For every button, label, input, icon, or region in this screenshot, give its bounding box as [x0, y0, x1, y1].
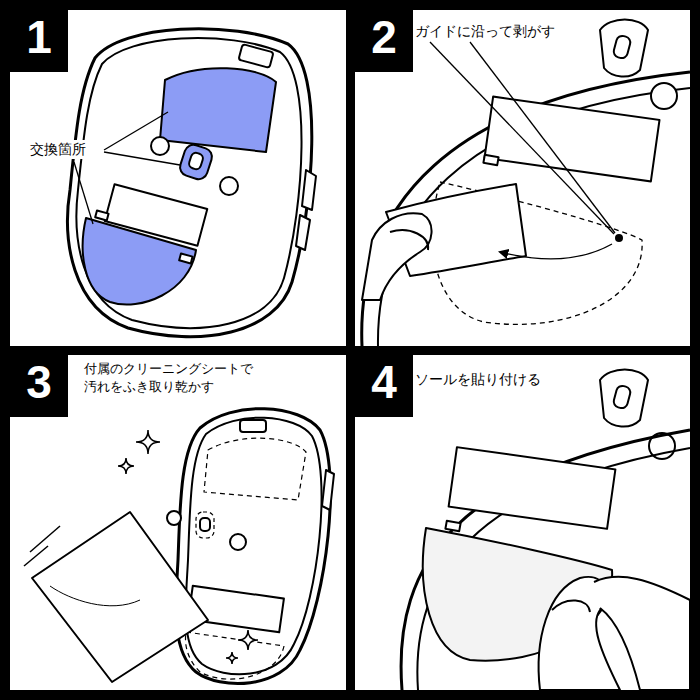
guide-dot — [615, 234, 623, 242]
mouse-underside — [32, 512, 208, 682]
leader-line — [74, 112, 180, 224]
sparkle — [136, 430, 160, 454]
step-caption: ソールを貼り付ける — [413, 370, 543, 389]
mouse-underside — [238, 44, 273, 68]
mouse-underside — [186, 418, 322, 675]
number-tab — [355, 355, 413, 417]
mouse-closeup — [485, 97, 660, 182]
mouse-closeup — [401, 430, 690, 690]
leader-line — [104, 112, 168, 150]
mouse-underside — [179, 254, 192, 264]
step-panel: 3 付属のクリーニングシートで 汚れをふき取り乾かす — [10, 355, 346, 690]
mouse-closeup — [417, 448, 690, 690]
leader-line — [74, 162, 93, 224]
step-panel: 4ソールを貼り付ける — [355, 355, 690, 690]
mouse-closeup — [594, 577, 690, 690]
mouse-underside — [68, 29, 312, 337]
mouse-underside — [322, 470, 334, 510]
mouse-underside — [76, 38, 301, 328]
mouse-underside — [230, 534, 246, 550]
step-number: 4 — [355, 355, 413, 417]
mouse-closeup — [612, 385, 631, 410]
sparkle — [118, 430, 258, 664]
mouse-underside — [160, 68, 276, 152]
mouse-closeup — [445, 521, 460, 531]
mouse-underside — [200, 518, 210, 531]
mouse-closeup — [401, 370, 690, 691]
panel-ground — [355, 355, 690, 690]
mouse-closeup — [362, 72, 690, 346]
mouse-underside — [296, 215, 310, 250]
mouse-underside — [32, 409, 334, 684]
sparkle — [118, 458, 134, 474]
leader-line — [430, 42, 615, 234]
mouse-underside — [220, 177, 238, 195]
step-caption: 付属のクリーニングシートで 汚れをふき取り乾かす — [82, 360, 266, 395]
mouse-underside — [151, 137, 169, 155]
mouse-underside — [204, 438, 306, 500]
mouse-underside — [188, 586, 284, 632]
number-tab — [10, 355, 68, 417]
number-tab — [355, 10, 413, 72]
sparkle — [226, 652, 238, 664]
leader-line — [430, 42, 614, 234]
mouse-closeup — [483, 155, 498, 165]
mouse-underside — [186, 632, 284, 679]
mouse-closeup — [362, 20, 690, 347]
mouse-underside — [240, 420, 266, 432]
panel-ground — [355, 10, 690, 346]
mouse-closeup — [600, 370, 648, 427]
mouse-closeup — [390, 230, 428, 250]
leader-line — [104, 152, 180, 165]
mouse-closeup — [552, 600, 590, 612]
step-number: 1 — [10, 10, 68, 72]
step-number: 2 — [355, 10, 413, 72]
panel-ground — [10, 10, 346, 346]
mouse-closeup — [449, 447, 616, 529]
mouse-closeup — [362, 213, 432, 300]
step-caption: 交換箇所 — [28, 140, 88, 159]
panel-ground — [10, 10, 690, 690]
mouse-closeup — [612, 35, 631, 60]
step-number: 3 — [10, 355, 68, 417]
mouse-underside — [178, 142, 215, 181]
mouse-underside — [83, 218, 196, 305]
step-caption: ガイドに沿って剥がす — [413, 22, 557, 41]
peel-arrow — [500, 244, 612, 259]
mouse-underside — [50, 586, 140, 606]
mouse-underside — [176, 409, 330, 684]
mouse-closeup — [600, 20, 648, 77]
mouse-underside — [95, 211, 108, 221]
mouse-underside — [302, 170, 316, 210]
number-tab — [10, 10, 413, 417]
leader-line — [470, 42, 615, 233]
step-panel: 2ガイドに沿って剥がす — [355, 10, 690, 346]
motion-line — [24, 546, 48, 566]
mouse-underside — [188, 152, 204, 171]
mouse-underside — [167, 511, 181, 525]
mouse-underside — [196, 512, 214, 538]
motion-line — [24, 526, 60, 566]
step-panel: 1 交換箇所 — [10, 10, 346, 346]
number-tab — [10, 10, 68, 72]
panel-ground — [10, 355, 346, 690]
sparkle — [238, 630, 258, 650]
mouse-closeup — [651, 83, 677, 109]
mouse-underside — [68, 29, 316, 337]
